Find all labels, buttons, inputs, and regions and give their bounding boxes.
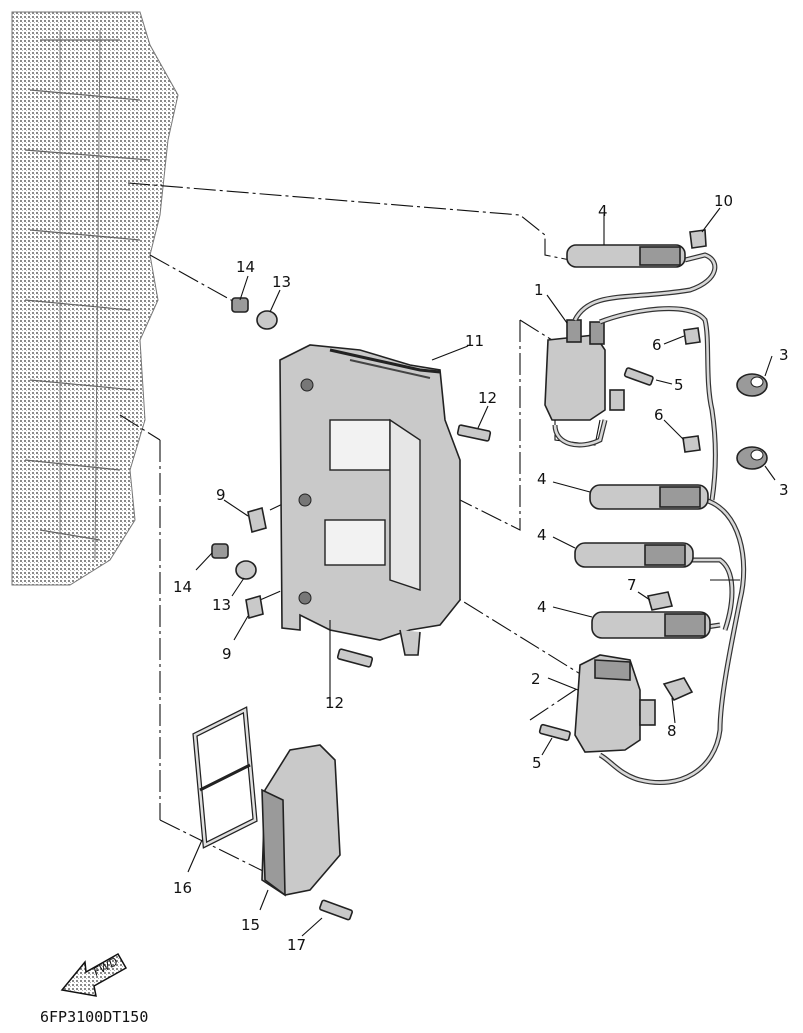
callout-4c: 4	[537, 526, 547, 544]
callout-17: 17	[287, 936, 306, 954]
collar-13-upper	[256, 310, 278, 330]
callout-14b: 14	[173, 578, 192, 596]
callout-12b: 12	[325, 694, 344, 712]
callout-4b: 4	[537, 470, 547, 488]
callout-4a: 4	[598, 202, 608, 220]
ignition-coil-2	[574, 654, 656, 753]
plug-cap-top	[566, 244, 686, 268]
clamp-6-lower	[682, 435, 701, 453]
callout-13b: 13	[212, 596, 231, 614]
clamp-7	[646, 591, 674, 611]
collar-13-lower	[235, 560, 257, 580]
callout-5b: 5	[532, 754, 542, 772]
callout-6a: 6	[652, 336, 662, 354]
callout-9a: 9	[216, 486, 226, 504]
callout-15: 15	[241, 916, 260, 934]
forward-arrow: FWD	[60, 952, 128, 997]
callout-12a: 12	[478, 389, 497, 407]
callout-16: 16	[173, 879, 192, 897]
callout-8: 8	[667, 722, 677, 740]
bolt-17	[319, 899, 353, 921]
gasket	[192, 706, 258, 849]
ignition-coil-1	[544, 319, 625, 446]
bracket	[279, 344, 461, 656]
plug-cap-a	[589, 484, 709, 510]
plug-cap-b	[574, 542, 694, 568]
bolt-12-upper	[456, 424, 492, 442]
wire-harness	[552, 252, 747, 786]
clip-9-lower	[245, 594, 264, 620]
callout-9b: 9	[222, 645, 232, 663]
cdi-unit	[261, 744, 341, 897]
grommet-3-upper	[736, 373, 768, 397]
engine-block	[11, 11, 179, 586]
callout-6b: 6	[654, 406, 664, 424]
callouts: 1 2 3 3 4 4 4 4 5 5 6 6 7 8 9 9 10 11 12…	[173, 192, 789, 954]
bolt-14-upper	[231, 297, 249, 313]
holder-10	[689, 229, 707, 249]
clamp-8	[662, 677, 694, 702]
bolt-14-lower	[211, 543, 229, 559]
bolt-12-lower	[336, 648, 374, 668]
callout-11: 11	[465, 332, 484, 350]
clip-9-upper	[247, 506, 267, 534]
callout-4d: 4	[537, 598, 547, 616]
clamp-6-upper	[683, 327, 701, 345]
bolt-5-lower	[538, 723, 571, 742]
callout-7: 7	[627, 576, 637, 594]
callout-10: 10	[714, 192, 733, 210]
bolt-5-upper	[623, 367, 654, 386]
diagram-code: 6FP3100DT150	[40, 1008, 148, 1026]
grommet-3-lower	[736, 446, 768, 470]
leader-lines	[187, 207, 776, 937]
callout-3b: 3	[779, 481, 789, 499]
callout-14a: 14	[236, 258, 255, 276]
callout-5a: 5	[674, 376, 684, 394]
callout-2: 2	[531, 670, 541, 688]
callout-3a: 3	[779, 346, 789, 364]
plug-cap-c	[591, 611, 711, 639]
callout-1: 1	[534, 281, 544, 299]
callout-13a: 13	[272, 273, 291, 291]
